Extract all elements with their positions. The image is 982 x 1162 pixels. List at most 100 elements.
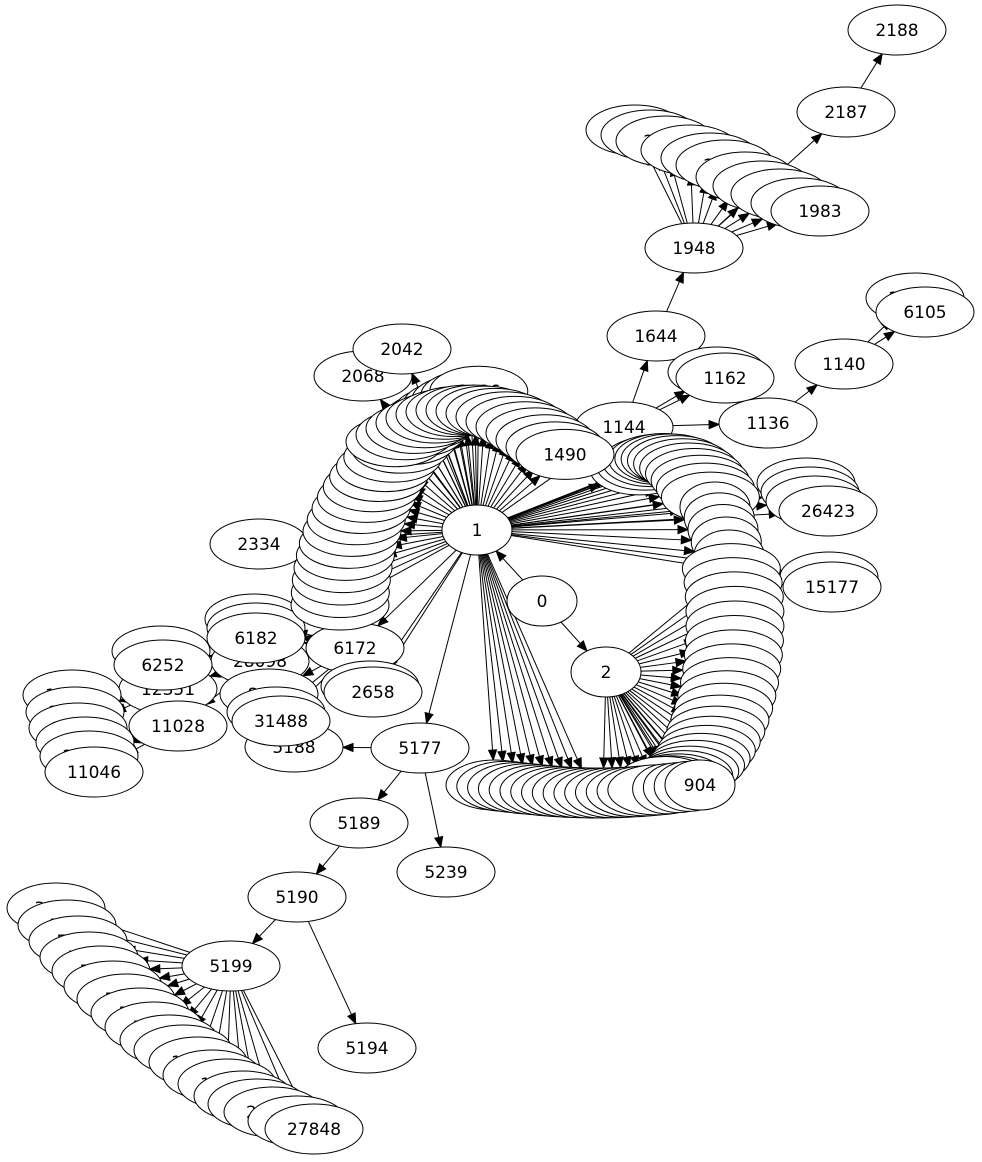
- node-5194[interactable]: 5194: [317, 1022, 417, 1074]
- node-label: 2042: [380, 340, 423, 360]
- edge-line: [736, 225, 769, 237]
- arrowhead-icon: [672, 665, 685, 676]
- edge-1-to-L10: [407, 508, 445, 521]
- node-ellipse: [718, 397, 818, 449]
- edge-line: [609, 696, 620, 758]
- edge-line: [391, 552, 463, 655]
- edge-line: [630, 608, 697, 655]
- arrowhead-icon: [376, 788, 389, 801]
- edge-line: [478, 446, 484, 506]
- edge-line: [507, 476, 616, 519]
- edge-line: [381, 544, 450, 583]
- node-5199[interactable]: 5199: [181, 940, 281, 992]
- edge-5177-to-5189: [376, 770, 402, 801]
- arrowhead-icon: [251, 932, 264, 945]
- edge-line: [424, 772, 440, 838]
- edge-line: [511, 504, 654, 526]
- node-31488[interactable]: 31488: [231, 695, 331, 747]
- node-label: 2: [601, 663, 612, 683]
- edge-line: [422, 492, 453, 513]
- edge-line: [613, 696, 636, 757]
- edge-line: [867, 326, 885, 343]
- edge-1948-to-1996: [731, 218, 764, 233]
- node-5239[interactable]: 5239: [396, 846, 496, 898]
- node-label: 0: [537, 592, 548, 612]
- node-label: 2188: [875, 21, 918, 41]
- edge-line: [418, 512, 445, 521]
- edge-line: [622, 693, 661, 745]
- edge-line: [478, 554, 494, 751]
- edge-line: [620, 694, 657, 748]
- node-26423[interactable]: 26423: [778, 485, 878, 537]
- node-label: 5190: [275, 888, 318, 908]
- edge-line: [124, 704, 131, 709]
- edge-line: [485, 554, 559, 759]
- node-0[interactable]: 0: [506, 575, 578, 627]
- arrowhead-icon: [680, 535, 693, 545]
- arrowhead-icon: [648, 493, 661, 504]
- edge-1-to-L7: [399, 526, 443, 536]
- edge-1-to-B4: [481, 554, 526, 766]
- node-2042[interactable]: 2042: [352, 323, 452, 375]
- node-ellipse: [309, 797, 409, 849]
- edge-line: [169, 973, 185, 977]
- node-label: 6105: [903, 303, 946, 323]
- edge-line: [666, 281, 680, 312]
- edge-line: [702, 198, 713, 224]
- arrowhead-icon: [674, 657, 688, 668]
- edge-line: [400, 536, 444, 546]
- node-label: 5189: [337, 814, 380, 834]
- edge-line: [635, 632, 691, 659]
- node-1983[interactable]: 1983: [770, 185, 870, 237]
- arrowhead-icon: [424, 711, 434, 725]
- edge-line: [638, 653, 681, 665]
- node-11046[interactable]: 11046: [44, 746, 144, 798]
- edge-line: [710, 208, 723, 225]
- edge-line: [615, 695, 643, 757]
- node-ellipse: [770, 185, 870, 237]
- node-6105[interactable]: 6105: [875, 286, 975, 338]
- node-label: 5177: [398, 739, 441, 759]
- node-6172[interactable]: 6172: [305, 622, 405, 674]
- edge-1-to-B3: [480, 554, 516, 765]
- edge-1144-to-1136: [672, 419, 721, 430]
- node-1644[interactable]: 1644: [606, 310, 706, 362]
- node-5190[interactable]: 5190: [247, 871, 347, 923]
- edge-line: [655, 395, 677, 409]
- node-15177[interactable]: 15177: [782, 561, 882, 613]
- node-1140[interactable]: 1140: [794, 338, 894, 390]
- arrowhead-icon: [148, 963, 161, 974]
- arrowhead-icon: [872, 52, 883, 66]
- edge-line: [794, 390, 810, 403]
- node-6252[interactable]: 6252: [113, 639, 213, 691]
- node-label: 11046: [67, 763, 121, 783]
- node-5189[interactable]: 5189: [309, 797, 409, 849]
- node-B20[interactable]: 904: [664, 759, 736, 811]
- edge-line: [627, 691, 671, 731]
- edge-0-to-1: [495, 549, 524, 581]
- node-11028[interactable]: 11028: [128, 700, 228, 752]
- node-1136[interactable]: 1136: [718, 397, 818, 449]
- edge-line: [635, 684, 674, 701]
- arrowhead-icon: [405, 514, 419, 524]
- edge-line: [383, 770, 402, 793]
- node-1948[interactable]: 1948: [644, 222, 744, 274]
- node-27848[interactable]: 27848: [264, 1103, 364, 1155]
- node-2658[interactable]: 2658: [323, 666, 423, 718]
- edge-line: [724, 218, 741, 230]
- node-2334[interactable]: 2334: [209, 518, 309, 570]
- node-2188[interactable]: 2188: [847, 4, 947, 56]
- node-2[interactable]: 2: [570, 646, 642, 698]
- edge-5189-to-5190: [315, 845, 341, 876]
- node-1162[interactable]: 1162: [675, 352, 775, 404]
- node-6182[interactable]: 6182: [206, 612, 306, 664]
- node-T18[interactable]: 1490: [515, 428, 615, 480]
- arrowhead-icon: [652, 500, 665, 510]
- nodes-layer: 0121144164419482187218812621162113611401…: [6, 4, 975, 1155]
- node-5177[interactable]: 5177: [370, 722, 470, 774]
- arrowhead-icon: [599, 757, 609, 770]
- edge-2-to-R28: [639, 678, 683, 690]
- node-ellipse: [515, 428, 615, 480]
- node-2187[interactable]: 2187: [796, 86, 896, 138]
- node-1[interactable]: 1: [441, 504, 513, 556]
